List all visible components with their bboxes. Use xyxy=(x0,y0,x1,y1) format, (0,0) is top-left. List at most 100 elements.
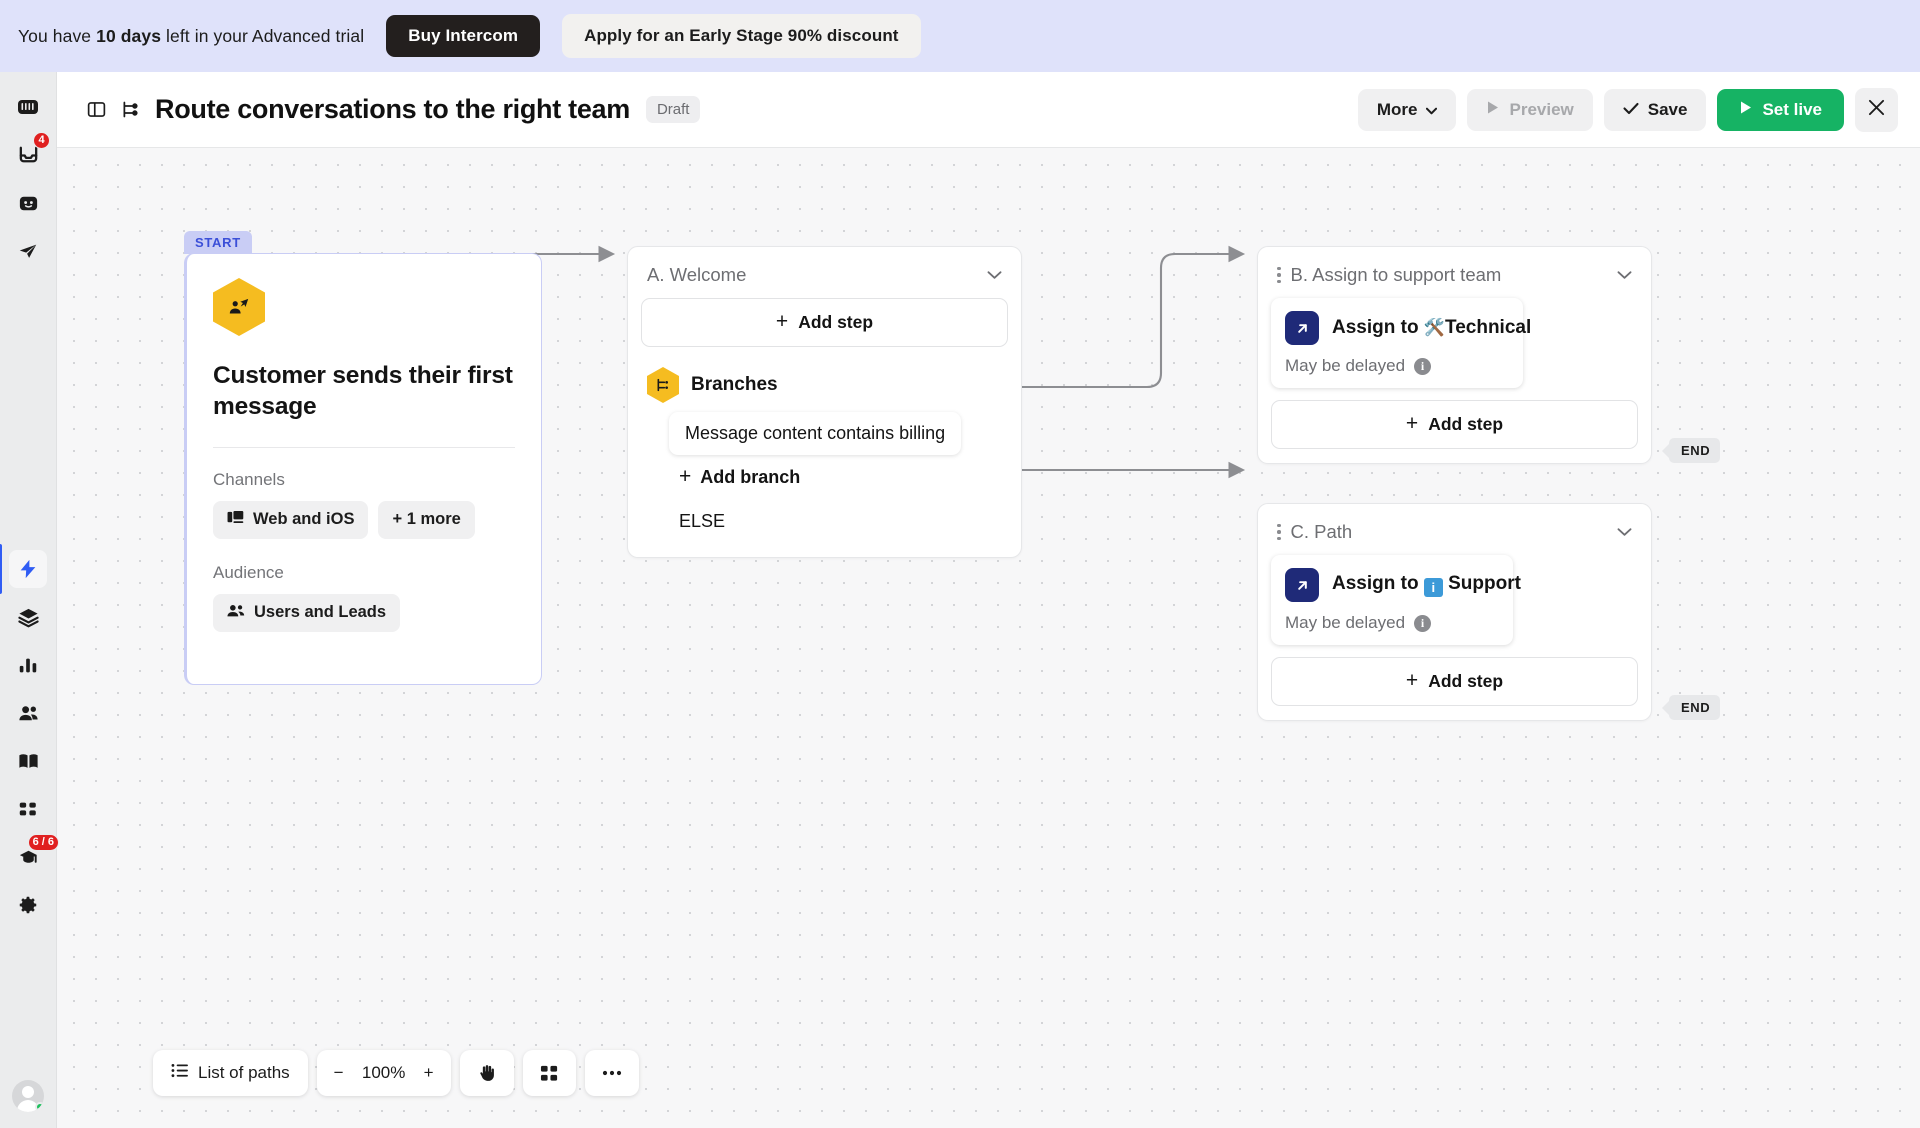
left-nav-rail: 4 6 / 6 xyxy=(0,72,59,1128)
plus-icon: + xyxy=(1405,412,1419,436)
preview-button[interactable]: Preview xyxy=(1467,88,1593,131)
assign-prefix-b: Assign to xyxy=(1332,317,1424,338)
zoom-in-button[interactable]: + xyxy=(413,1053,445,1093)
zoom-out-button[interactable]: − xyxy=(323,1053,355,1093)
trial-days: 10 days xyxy=(96,25,162,46)
assign-target-c: Support xyxy=(1448,573,1521,594)
device-icon xyxy=(227,510,244,530)
early-stage-discount-button[interactable]: Apply for an Early Stage 90% discount xyxy=(562,14,921,58)
add-branch-item[interactable]: + Add branch xyxy=(651,455,1008,499)
trial-banner: You have 10 days left in your Advanced t… xyxy=(0,0,1920,72)
audience-label: Audience xyxy=(213,562,284,582)
grid-group xyxy=(522,1050,576,1096)
canvas-toolbar: List of paths − 100% + xyxy=(153,1050,639,1096)
branches-row[interactable]: Branches xyxy=(641,347,1008,403)
page-title: Route conversations to the right team xyxy=(155,94,630,124)
add-step-label-b: Add step xyxy=(1428,414,1504,434)
trial-message: You have 10 days left in your Advanced t… xyxy=(18,26,364,47)
drag-handle-icon[interactable] xyxy=(1277,266,1283,284)
workflow-canvas[interactable]: START Customer sends their first message… xyxy=(57,148,1920,1128)
trigger-hex-icon xyxy=(213,278,265,336)
trial-suffix: left in your Advanced trial xyxy=(161,25,365,46)
plus-icon: + xyxy=(775,310,789,334)
chevron-down-icon[interactable] xyxy=(987,270,1002,280)
else-branch-item[interactable]: ELSE xyxy=(651,499,1008,543)
end-badge-b: END xyxy=(1669,438,1721,463)
chip-web-and-ios[interactable]: Web and iOS xyxy=(213,500,369,539)
chevron-down-icon[interactable] xyxy=(1617,527,1632,537)
buy-intercom-button[interactable]: Buy Intercom xyxy=(386,15,541,57)
avatar-body xyxy=(17,1100,39,1112)
intercom-logo-icon[interactable] xyxy=(9,88,47,126)
check-icon xyxy=(1623,100,1639,120)
inbox-badge: 4 xyxy=(33,132,50,149)
plus-icon: + xyxy=(679,464,692,488)
else-label: ELSE xyxy=(679,510,726,531)
chip-more-channels[interactable]: + 1 more xyxy=(378,500,475,539)
add-step-button-c[interactable]: + Add step xyxy=(1271,657,1638,706)
path-card-a-welcome[interactable]: A. Welcome + Add step Branches Message c… xyxy=(627,246,1022,558)
layers-icon[interactable] xyxy=(9,598,47,636)
more-label: More xyxy=(1376,99,1418,119)
contacts-icon[interactable] xyxy=(9,694,47,732)
add-step-button-b[interactable]: + Add step xyxy=(1271,400,1638,449)
chip-users-and-leads[interactable]: Users and Leads xyxy=(213,593,401,632)
drag-handle-icon[interactable] xyxy=(1277,523,1283,541)
start-node-card[interactable]: Customer sends their first message Chann… xyxy=(184,253,542,685)
add-step-label-a: Add step xyxy=(798,312,874,332)
flow-graph: START Customer sends their first message… xyxy=(57,148,1920,1128)
avatar[interactable] xyxy=(12,1080,44,1112)
list-of-paths-button[interactable]: List of paths xyxy=(159,1053,302,1093)
branch-condition-label[interactable]: Message content contains billing xyxy=(669,411,962,455)
apps-icon[interactable] xyxy=(9,790,47,828)
branches-label: Branches xyxy=(691,374,778,395)
zoom-group: − 100% + xyxy=(316,1050,451,1096)
sidebar-item-automation[interactable] xyxy=(0,544,47,594)
knowledge-icon[interactable] xyxy=(9,742,47,780)
trial-prefix: You have xyxy=(18,25,97,46)
tasks-icon[interactable]: 6 / 6 xyxy=(9,834,59,876)
plus-icon: + xyxy=(1405,669,1419,693)
inbox-icon[interactable]: 4 xyxy=(9,132,50,174)
assign-step-c[interactable]: Assign to i Support May be delayed i xyxy=(1271,555,1521,645)
zoom-level: 100% xyxy=(361,1063,406,1082)
chevron-down-icon[interactable] xyxy=(1617,270,1632,280)
settings-icon[interactable] xyxy=(9,886,47,924)
path-a-header: A. Welcome xyxy=(641,260,1008,298)
set-live-button[interactable]: Set live xyxy=(1717,88,1844,131)
delayed-notice-b: May be delayed i xyxy=(1285,356,1509,376)
delayed-label-b: May be delayed xyxy=(1285,356,1406,375)
toggle-sidebar-icon[interactable] xyxy=(79,93,113,127)
path-card-b-assign-support[interactable]: B. Assign to support team Assign to 🛠️Te… xyxy=(1257,246,1652,464)
close-button[interactable] xyxy=(1855,87,1898,132)
info-icon[interactable]: i xyxy=(1414,614,1432,632)
reports-icon[interactable] xyxy=(9,646,47,684)
people-icon xyxy=(227,603,245,623)
add-step-label-c: Add step xyxy=(1428,671,1504,691)
set-live-label: Set live xyxy=(1762,99,1822,119)
workflow-header: Route conversations to the right team Dr… xyxy=(57,72,1920,148)
path-c-name: C. Path xyxy=(1290,521,1353,542)
branch-condition-item[interactable]: Message content contains billing xyxy=(651,411,1008,455)
start-node[interactable]: START Customer sends their first message… xyxy=(184,231,542,685)
add-step-button-a[interactable]: + Add step xyxy=(641,298,1008,347)
save-button[interactable]: Save xyxy=(1603,88,1707,131)
tasks-badge: 6 / 6 xyxy=(27,834,59,851)
assign-arrow-icon xyxy=(1285,568,1319,602)
add-branch-button[interactable]: + Add branch xyxy=(679,464,800,488)
assign-label-b: Assign to 🛠️Technical xyxy=(1332,317,1531,339)
hand-icon[interactable] xyxy=(466,1053,508,1093)
branch-tree: Message content contains billing + Add b… xyxy=(641,411,1008,543)
more-button[interactable]: More xyxy=(1357,88,1457,131)
path-c-header: C. Path xyxy=(1271,517,1638,555)
grid-icon[interactable] xyxy=(529,1053,570,1093)
messenger-icon[interactable] xyxy=(9,184,47,222)
path-card-c-path[interactable]: C. Path Assign to i Support May be delay… xyxy=(1257,503,1652,721)
ellipsis-icon[interactable] xyxy=(591,1053,633,1093)
path-b-name: B. Assign to support team xyxy=(1290,264,1502,285)
assign-prefix-c: Assign to xyxy=(1332,573,1424,594)
assign-step-b[interactable]: Assign to 🛠️Technical May be delayed i xyxy=(1271,298,1531,388)
info-icon[interactable]: i xyxy=(1414,357,1432,375)
info-emoji: i xyxy=(1423,578,1443,597)
send-icon[interactable] xyxy=(9,232,47,270)
